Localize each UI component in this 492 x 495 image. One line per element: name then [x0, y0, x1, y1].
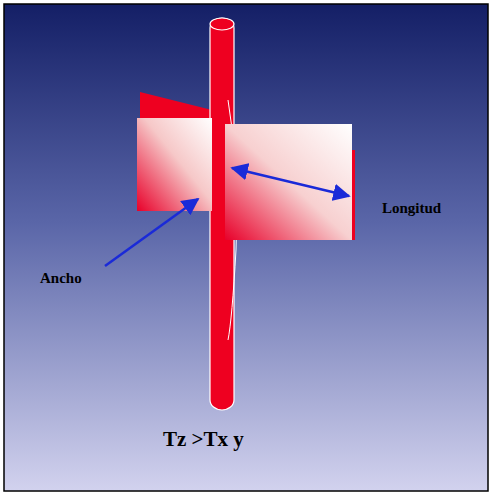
back-fin	[140, 92, 212, 120]
width-label: Ancho	[40, 270, 82, 287]
left-plate	[137, 118, 212, 211]
width-arrow	[105, 199, 198, 266]
background-panel	[4, 4, 488, 491]
length-label: Longitud	[382, 200, 441, 217]
rod-top	[210, 18, 234, 30]
right-plate	[225, 124, 352, 240]
condition-label: Tz >Tx y	[163, 428, 244, 451]
length-arrow	[232, 168, 349, 196]
